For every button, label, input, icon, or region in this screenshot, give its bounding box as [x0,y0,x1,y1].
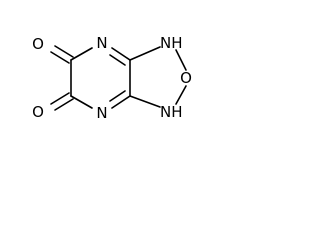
bond-co-top-a [54,45,74,58]
atom-n-bottom: N [96,104,107,122]
bond-c-nh-top [129,46,161,61]
bond-ntop-c-b [109,54,126,66]
structure-diagram: O O N N NH O NH [32,34,192,122]
atom-o-bottom: O [32,103,44,121]
atom-nh-bottom: NH [160,103,183,121]
atom-o-ring: O [180,69,192,87]
bond-nbottom-c-a [111,95,131,109]
atom-n-top: N [96,34,107,52]
bond-co-top-b [50,51,70,64]
bond-c-nbottom [70,95,93,109]
bond-c-ntop [70,47,93,61]
bond-o-nh-bottom [175,85,187,105]
atom-o-top: O [32,35,44,53]
bond-nh-o-top [175,49,187,71]
bond-nbottom-c-b [109,90,126,102]
bond-ntop-c-a [111,47,131,61]
molecule-drawing: O O N N NH O NH [32,34,192,122]
bond-co-bottom-a [54,98,74,111]
bond-c-nh-bottom [129,95,161,108]
atom-nh-top: NH [160,34,183,52]
bond-co-bottom-b [50,92,70,105]
